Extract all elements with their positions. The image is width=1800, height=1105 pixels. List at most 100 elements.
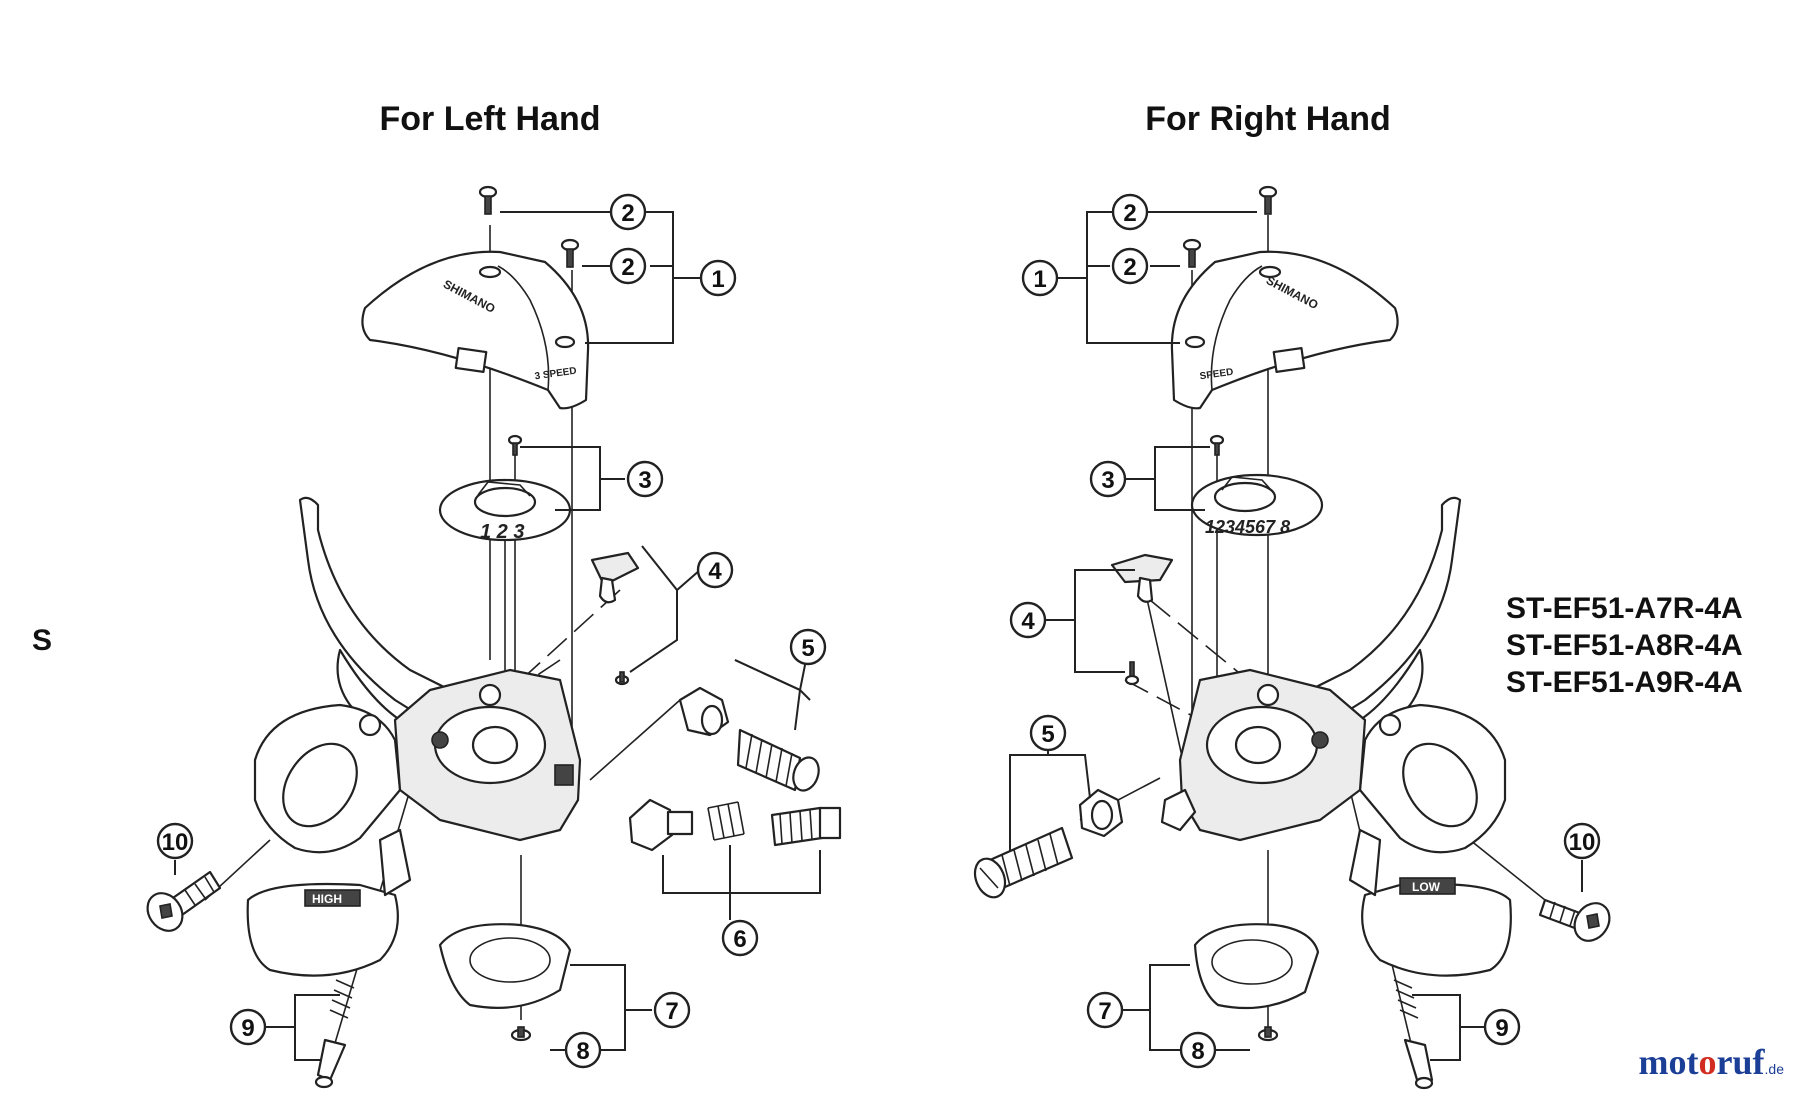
lever-label-plate: [1399, 877, 1456, 895]
cover-screw: [1182, 238, 1202, 268]
body-screw-head: [1256, 683, 1280, 707]
screw-hole: [1184, 335, 1206, 349]
lever-spring-screw: [1403, 1038, 1434, 1090]
trigger-lever-stem: [378, 828, 412, 897]
body-screw-head: [478, 683, 502, 707]
svg-text:9: 9: [1495, 1015, 1508, 1042]
left-hand-title: For Left Hand: [380, 100, 601, 138]
leader-line: [500, 211, 674, 344]
svg-text:7: 7: [665, 998, 678, 1025]
screw-hole: [554, 335, 576, 349]
bottom-cap: [438, 923, 572, 1009]
callout: 9: [229, 1008, 267, 1046]
svg-text:9: 9: [241, 1015, 254, 1042]
guide-line: [1124, 679, 1201, 721]
model-label-right-1: ST-EF51-A7R-4A: [1506, 592, 1743, 625]
release-lever-clip: [1110, 553, 1174, 603]
guide-line: [1144, 589, 1186, 771]
svg-text:3: 3: [638, 467, 651, 494]
svg-text:1: 1: [711, 266, 724, 293]
svg-text:2: 2: [1123, 200, 1136, 227]
leader-line: [1050, 754, 1091, 799]
indicator-screw: [507, 434, 523, 456]
svg-text:8: 8: [1191, 1038, 1204, 1065]
right-assembly: SHIMANO SPEED 1234567 8: [973, 185, 1611, 1090]
callout: 2: [609, 193, 647, 231]
callout: 3: [1089, 460, 1127, 498]
svg-text:3: 3: [1101, 467, 1114, 494]
leader-line: [1074, 569, 1135, 673]
adjuster-nut: [628, 798, 694, 852]
callout: 2: [1111, 193, 1149, 231]
leader-line: [629, 590, 678, 673]
adjuster-bolt: [770, 806, 842, 847]
callout: 7: [653, 991, 691, 1029]
top-cover: [1170, 250, 1399, 410]
svg-text:10: 10: [162, 829, 189, 856]
leader-line: [1057, 265, 1110, 279]
guide-line: [589, 699, 681, 781]
svg-text:1: 1: [1033, 266, 1046, 293]
svg-text:5: 5: [1041, 721, 1054, 748]
svg-text:8: 8: [576, 1038, 589, 1065]
model-label-left: S: [32, 624, 52, 657]
svg-text:10: 10: [1569, 829, 1596, 856]
leader-line: [641, 545, 701, 592]
gear-window: [454, 347, 488, 373]
callout: 4: [696, 551, 734, 589]
callout: 4: [1009, 601, 1047, 639]
guide-line: [1469, 839, 1546, 901]
callout: 6: [721, 919, 759, 957]
clamp-bolt-hole: [1378, 713, 1402, 737]
svg-text:2: 2: [1123, 254, 1136, 281]
callout: 2: [1111, 247, 1149, 285]
svg-text:6: 6: [733, 926, 746, 953]
model-label-right-3: ST-EF51-A9R-4A: [1506, 666, 1743, 699]
screw-hole: [1258, 265, 1282, 279]
svg-text:5: 5: [801, 635, 814, 662]
leader-line: [1009, 754, 1050, 852]
lever-return-spring: [329, 979, 355, 1019]
watermark-logo: motoruf.de: [1638, 1042, 1784, 1082]
clamp-bolt: [146, 870, 222, 932]
trigger-lever-marking: HIGH: [312, 892, 342, 906]
trigger-lever-marking: LOW: [1412, 880, 1441, 894]
callout: 1: [1021, 259, 1059, 297]
adjuster-barrel: [736, 728, 820, 792]
clamp-bolt-hole: [358, 713, 382, 737]
clip-screw: [1124, 661, 1140, 686]
callout: 1: [699, 259, 737, 297]
svg-text:2: 2: [621, 254, 634, 281]
adjuster-barrel: [973, 826, 1074, 899]
ratchet-pin: [431, 731, 449, 749]
trigger-lever-high: [246, 882, 399, 977]
leader-line: [650, 265, 700, 279]
callout: 3: [626, 460, 664, 498]
ratchet-pin: [1311, 731, 1329, 749]
adjuster-lock-nut: [1078, 788, 1124, 838]
model-label-right-2: ST-EF51-A8R-4A: [1506, 629, 1743, 662]
callout: 7: [1086, 991, 1124, 1029]
top-cover: [361, 250, 590, 410]
bottom-cap-recess: [1211, 939, 1293, 985]
lever-spring-screw: [314, 1038, 347, 1089]
gear-indicator-dial: 1234567 8: [1190, 473, 1324, 537]
trigger-lever-stem: [1348, 828, 1382, 897]
cover-screw: [1258, 185, 1278, 215]
svg-text:4: 4: [708, 558, 722, 585]
bottom-cap-recess: [469, 937, 551, 983]
left-assembly: SHIMANO 3 SPEED 1 2 3: [146, 185, 842, 1089]
gear-window: [1272, 347, 1306, 373]
gear-indicator-numbers: 1 2 3: [480, 521, 524, 543]
lever-label-plate: [304, 889, 361, 907]
cover-speed-marking: SPEED: [1199, 367, 1234, 383]
leader-line: [662, 850, 821, 894]
cable-port: [554, 764, 574, 786]
shifter-mechanism-hub: [471, 725, 519, 765]
screw-hole: [478, 265, 502, 279]
callout: 10: [1563, 822, 1601, 860]
bottom-cap-screw: [510, 1026, 532, 1042]
shifter-mechanism-hub: [1234, 725, 1282, 765]
gear-indicator-numbers: 1234567 8: [1205, 517, 1290, 537]
